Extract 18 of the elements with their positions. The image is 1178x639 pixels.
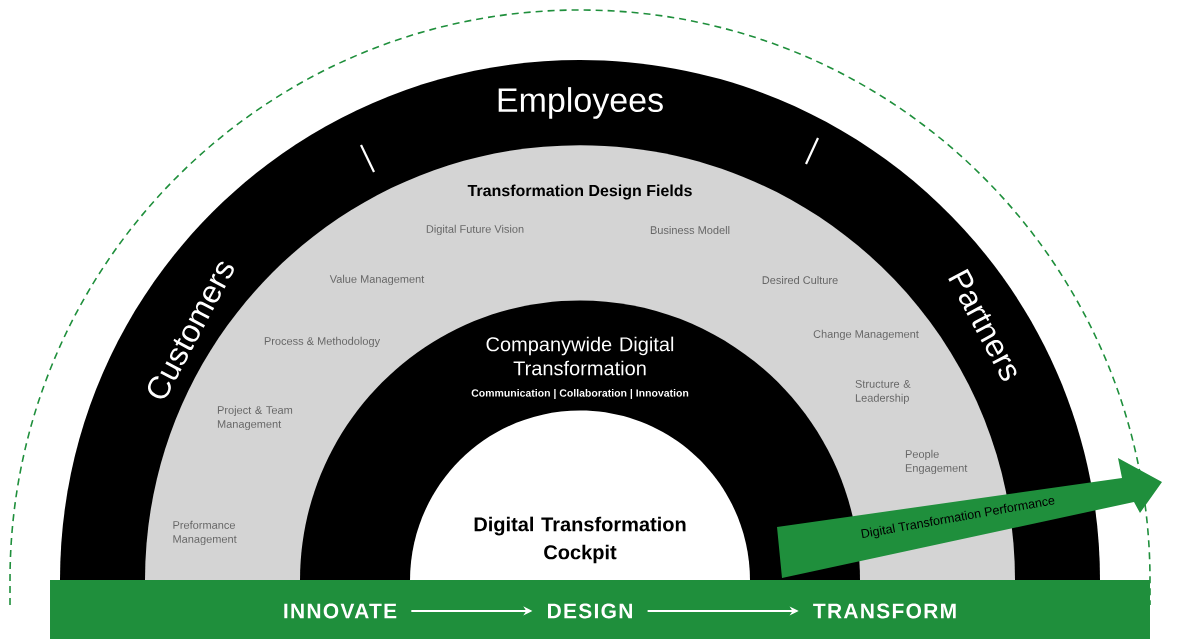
field-label: Preformance Management bbox=[173, 520, 237, 546]
field-label: Business Modell bbox=[650, 225, 730, 235]
field-label: Structure & Leadership bbox=[855, 380, 911, 404]
step-label: DESIGN bbox=[548, 603, 632, 619]
step-label: INNOVATE bbox=[284, 603, 397, 619]
banner-bar bbox=[50, 580, 1150, 639]
field-label: Project & Team Management bbox=[217, 405, 293, 431]
field-label: Process & Methodology bbox=[264, 336, 381, 348]
band-title: Companywide Digital Transformation bbox=[486, 336, 674, 376]
field-label: Digital Future Vision bbox=[426, 224, 524, 236]
band-subtitle: Communication | Collaboration | Innovation bbox=[471, 389, 689, 399]
step-label: TRANSFORM bbox=[813, 603, 956, 619]
field-label: Value Management bbox=[329, 274, 425, 286]
cockpit-title: Digital Transformation Cockpit bbox=[474, 516, 686, 564]
field-label: Change Management bbox=[813, 329, 919, 341]
band-title: Transformation Design Fields bbox=[467, 184, 692, 200]
field-label: Desired Culture bbox=[762, 275, 838, 285]
band-label: Employees bbox=[498, 87, 663, 119]
